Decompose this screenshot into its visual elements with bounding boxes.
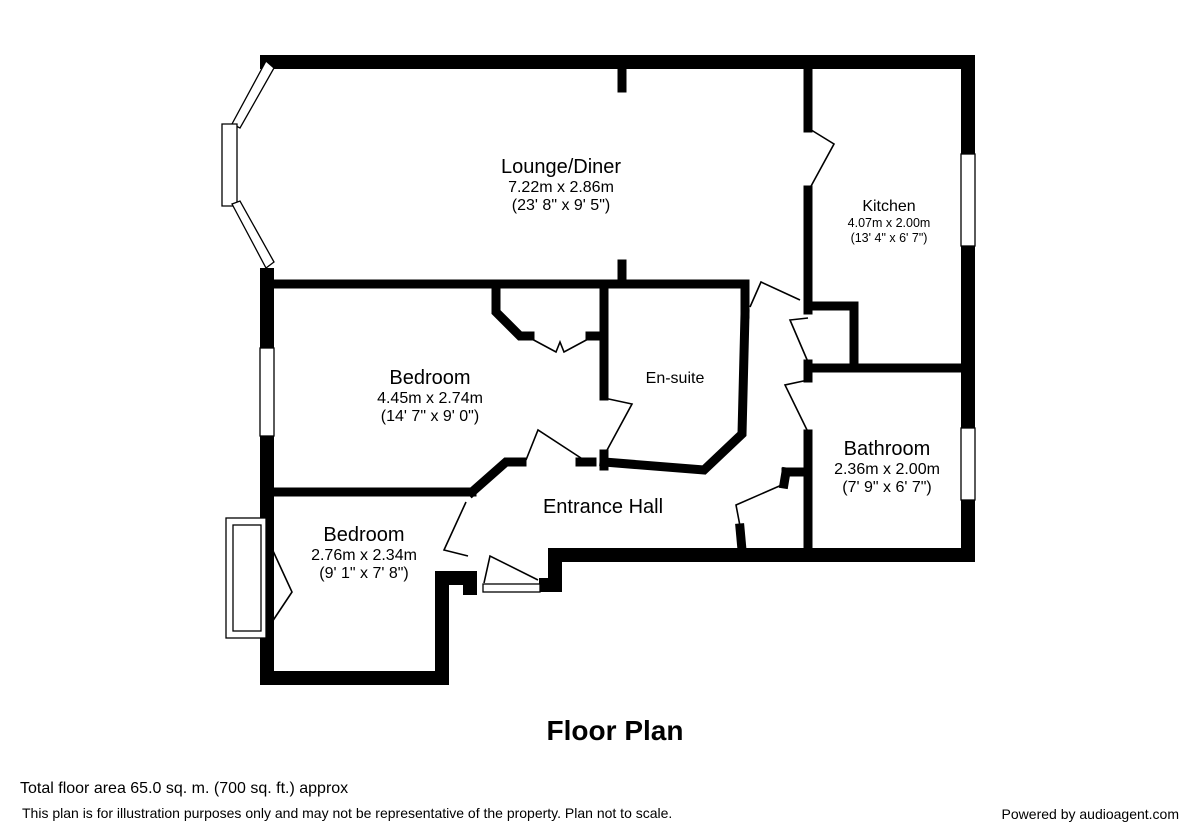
room-name: En-suite: [645, 370, 705, 387]
room-dimensions-metric: 2.36m x 2.00m: [834, 461, 940, 478]
window-entrance: [482, 583, 541, 593]
room-name: Bedroom: [323, 524, 405, 546]
interior-walls: [267, 65, 965, 555]
total-floor-area: Total floor area 65.0 sq. m. (700 sq. ft…: [20, 780, 349, 797]
window-bedroom: [259, 347, 275, 437]
window-kitchen: [960, 153, 976, 247]
room-dimensions-imperial: (9' 1" x 7' 8"): [319, 565, 409, 583]
room-dimensions-metric: 2.76m x 2.34m: [311, 547, 417, 564]
room-entrance-hall: Entrance Hall: [543, 496, 663, 519]
powered-by: Powered by audioagent.com: [1001, 806, 1179, 822]
room-name: Bedroom: [389, 367, 471, 389]
room-dimensions-imperial: (7' 9" x 6' 7"): [842, 479, 932, 497]
room-dimensions-imperial: (23' 8" x 9' 5"): [511, 197, 611, 215]
bay-window-bedroom-2: [225, 517, 267, 639]
room-name: Bathroom: [843, 438, 931, 460]
room-dimensions-metric: 7.22m x 2.86m: [508, 179, 614, 196]
room-dimensions-metric: 4.45m x 2.74m: [377, 390, 483, 407]
room-bedroom-1: Bedroom 4.45m x 2.74m (14' 7" x 9' 0"): [377, 367, 483, 427]
room-bedroom-2: Bedroom 2.76m x 2.34m (9' 1" x 7' 8"): [311, 524, 417, 584]
exterior-walls: [260, 55, 975, 685]
disclaimer: This plan is for illustration purposes o…: [22, 805, 673, 821]
room-lounge-diner: Lounge/Diner 7.22m x 2.86m (23' 8" x 9' …: [501, 156, 621, 216]
room-dimensions-imperial: (14' 7" x 9' 0"): [380, 408, 480, 426]
window-bathroom: [960, 427, 976, 501]
plan-title: Floor Plan: [546, 715, 684, 746]
bay-window: [221, 59, 275, 269]
room-en-suite: En-suite: [646, 370, 705, 388]
room-dimensions-metric: 4.07m x 2.00m: [847, 216, 931, 231]
room-name: Lounge/Diner: [500, 156, 622, 178]
room-kitchen: Kitchen 4.07m x 2.00m (13' 4" x 6' 7"): [848, 198, 931, 245]
door-swings: [267, 127, 836, 629]
room-dimensions-imperial: (13' 4" x 6' 7"): [850, 230, 928, 245]
room-name: Entrance Hall: [542, 496, 664, 518]
room-bathroom: Bathroom 2.36m x 2.00m (7' 9" x 6' 7"): [834, 438, 940, 498]
room-name: Kitchen: [862, 198, 916, 215]
